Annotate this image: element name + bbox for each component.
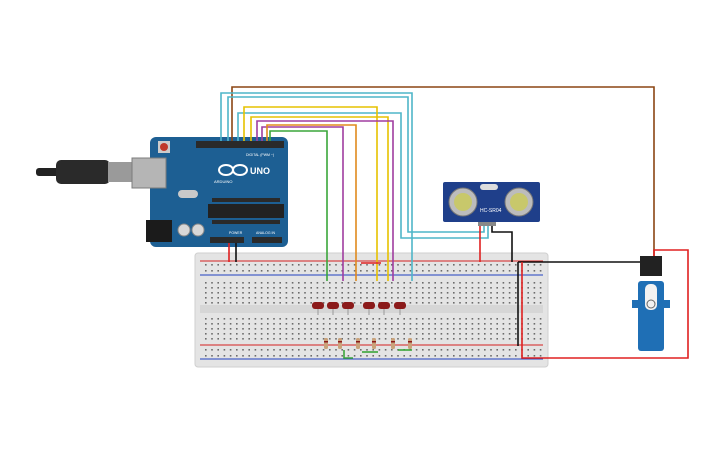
led[interactable] <box>342 302 354 315</box>
wire-green <box>269 130 328 281</box>
led[interactable] <box>327 302 339 315</box>
wire-purple-2 <box>261 126 344 281</box>
wire-cyan-3 <box>237 112 489 239</box>
wire-red-servo <box>521 249 689 359</box>
digital-header <box>196 141 284 148</box>
servo-motor[interactable] <box>632 256 670 351</box>
wire-yellow-2 <box>250 116 389 281</box>
reset-button[interactable] <box>160 143 168 151</box>
led[interactable] <box>394 302 406 315</box>
arduino-logo <box>218 164 248 176</box>
led[interactable] <box>312 302 324 315</box>
wire-yellow-1 <box>243 106 378 281</box>
led[interactable] <box>363 302 375 315</box>
wire-cyan-2 <box>227 96 485 233</box>
resistor[interactable] <box>356 338 360 349</box>
power-label: POWER <box>229 231 243 235</box>
resistor[interactable] <box>338 338 342 349</box>
usb-cable <box>36 160 136 184</box>
arduino-brand-label: ARDUINO <box>214 179 232 184</box>
arduino-model-label: UNO <box>250 166 270 176</box>
power-header <box>210 237 244 243</box>
resistor[interactable] <box>372 338 376 349</box>
resistor[interactable] <box>324 338 328 349</box>
wire-purple-1 <box>256 120 394 281</box>
resistor[interactable] <box>408 338 412 349</box>
digital-label: DIGITAL (PWM ~) <box>246 153 274 157</box>
resistor[interactable] <box>391 338 395 349</box>
leds <box>312 302 406 315</box>
microcontroller-chip <box>208 204 284 218</box>
led[interactable] <box>378 302 390 315</box>
wire-orange <box>266 124 357 281</box>
breadboard-holes <box>205 264 542 357</box>
wire-black-sensor <box>491 226 513 262</box>
breadboard[interactable] <box>194 252 549 368</box>
wire-cyan-1 <box>220 92 413 281</box>
wire-brown <box>231 86 655 256</box>
analog-label: ANALOG IN <box>256 231 276 235</box>
sensor-model-label: HC-SR04 <box>480 208 502 214</box>
resistors <box>324 338 412 349</box>
ultrasonic-sensor[interactable]: HC-SR04 <box>443 182 540 226</box>
wires <box>220 86 689 359</box>
analog-header <box>252 237 282 243</box>
wire-green-jumper-1 <box>343 350 353 359</box>
arduino-uno-board[interactable]: UNO ARDUINO DIGITAL (PWM ~) POWER ANALOG… <box>36 137 288 247</box>
